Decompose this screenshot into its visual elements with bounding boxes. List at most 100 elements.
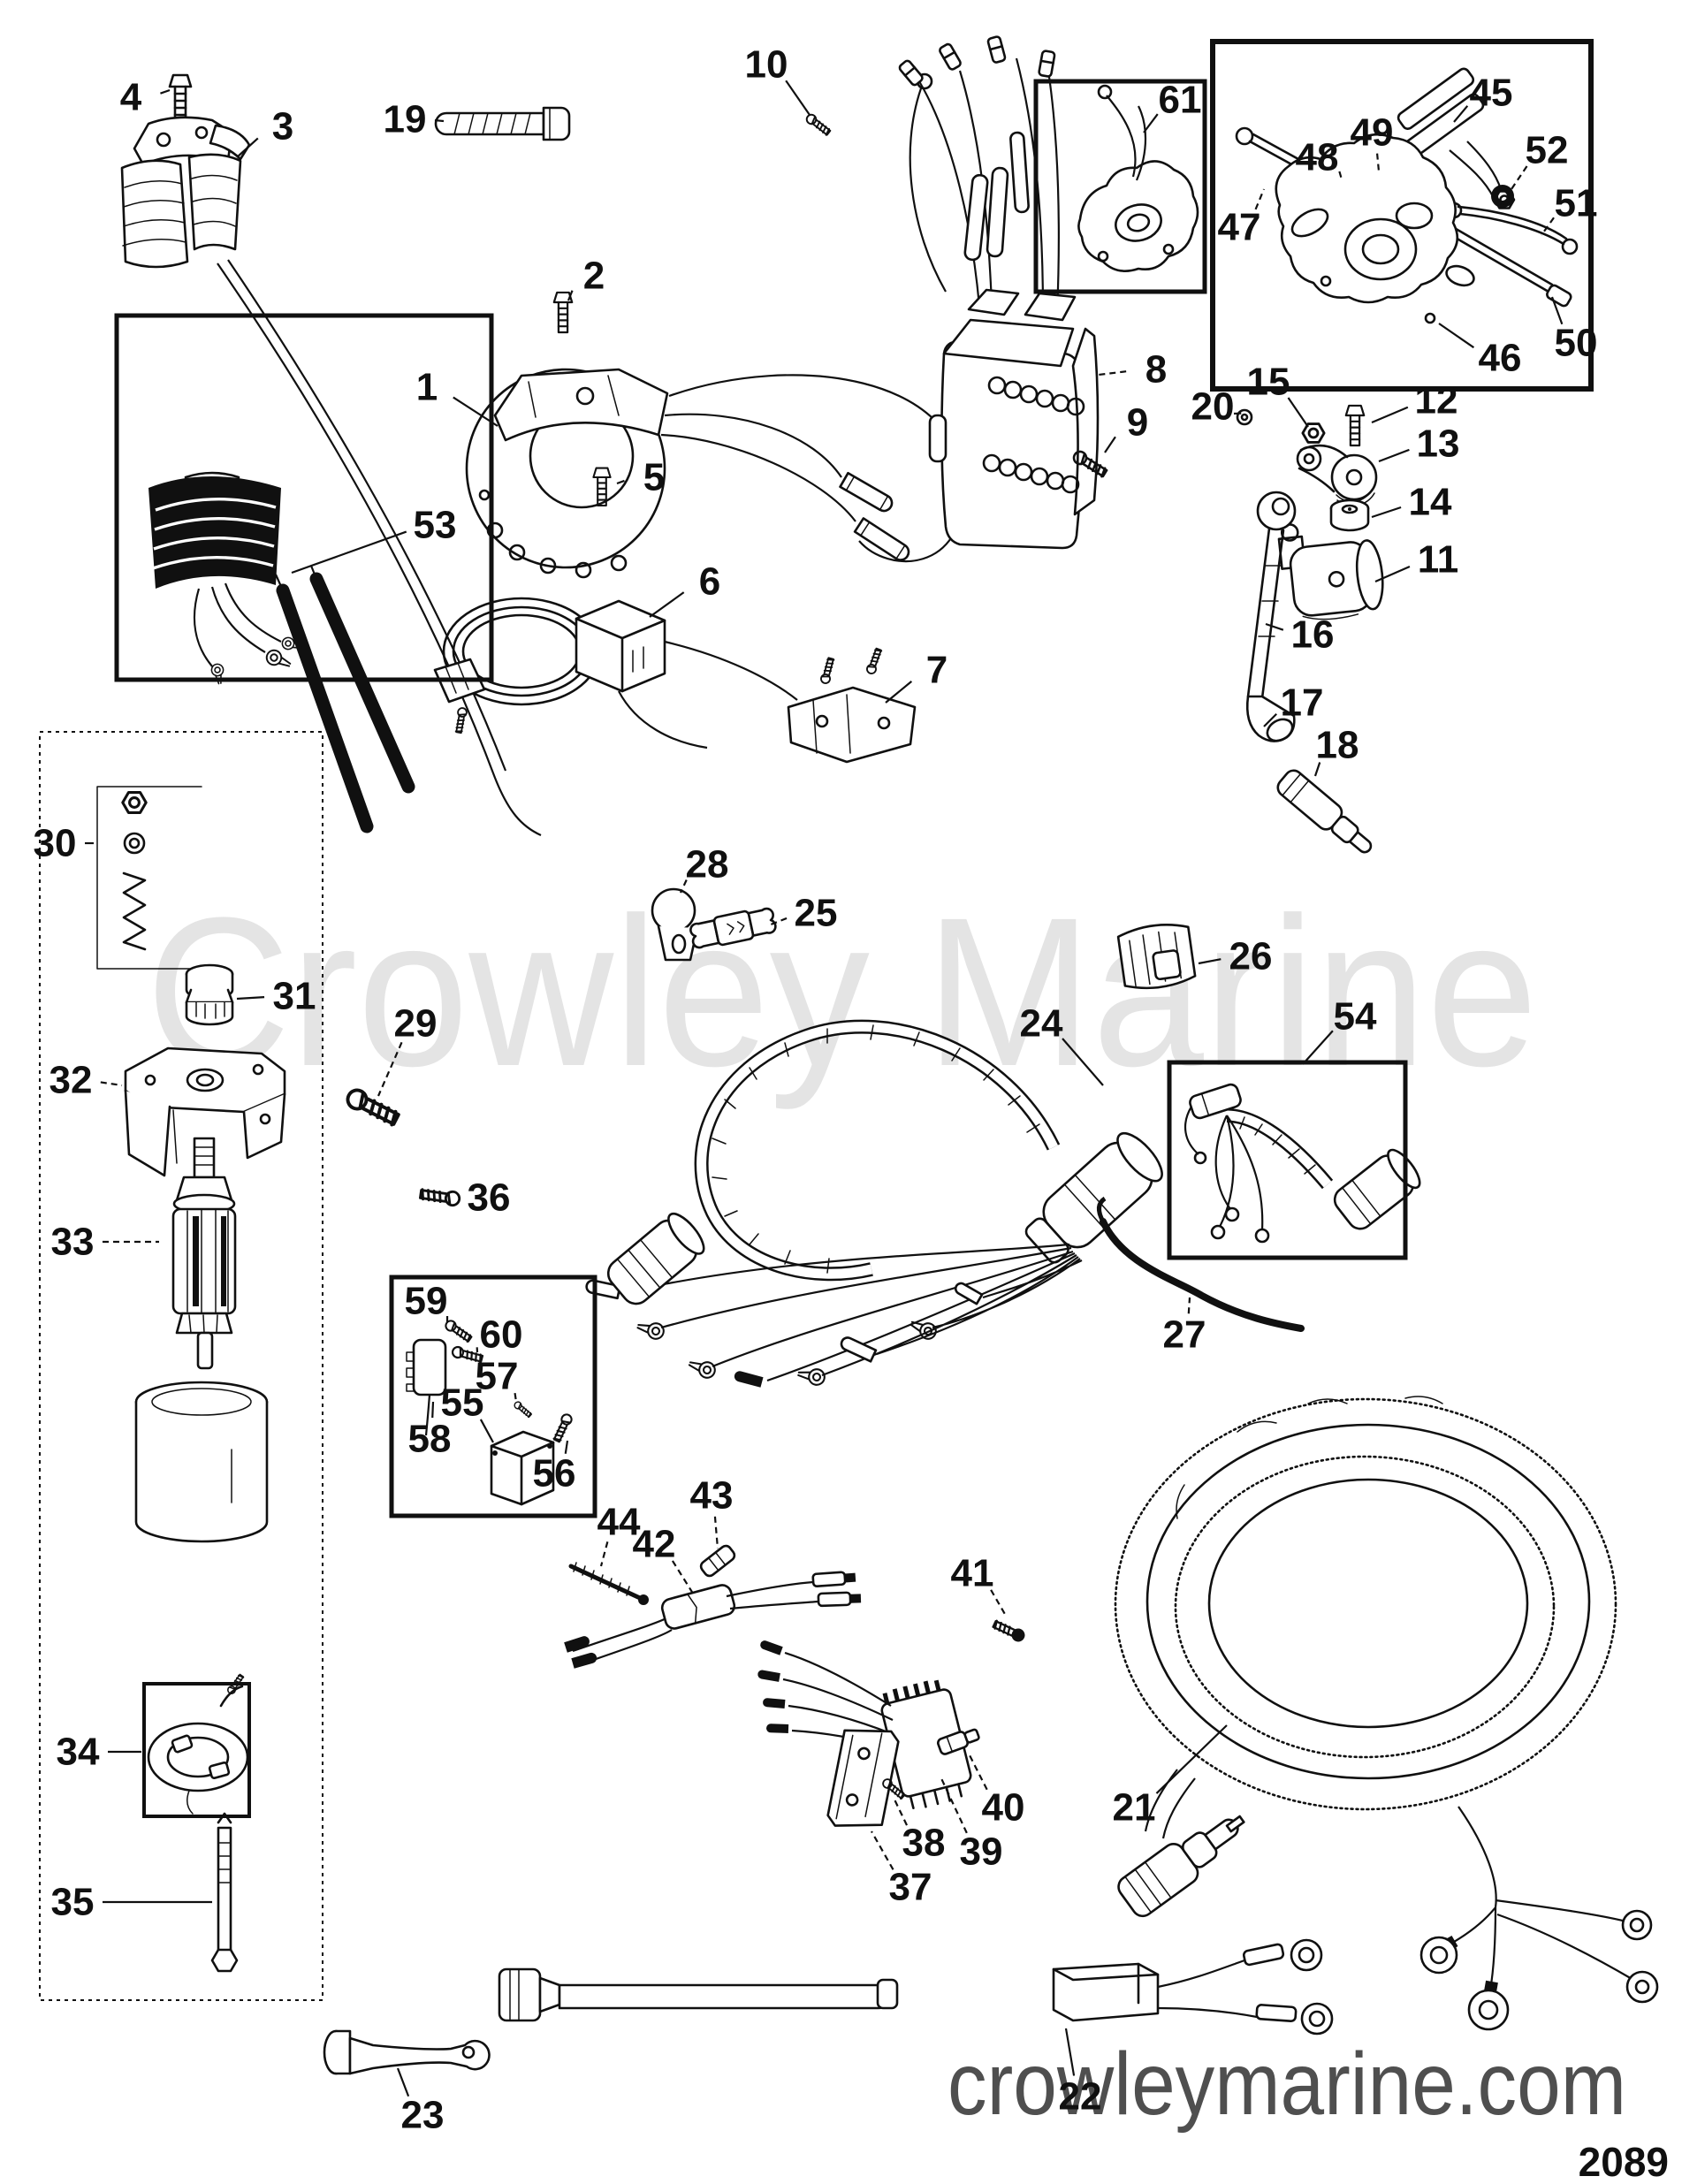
callout-leader-50: [1550, 296, 1564, 325]
callout-leader-13: [1378, 448, 1410, 463]
callout-label-45: 45: [1470, 72, 1513, 115]
callout-11: 11: [1374, 538, 1459, 583]
callout-label-13: 13: [1417, 422, 1460, 466]
box-45-52: [1210, 39, 1594, 392]
callout-32: 32: [49, 1059, 123, 1102]
callout-leader-12: [1371, 406, 1409, 424]
callout-label-43: 43: [690, 1474, 734, 1518]
callout-36: 36: [458, 1176, 511, 1220]
callout-4: 4: [120, 76, 171, 119]
part-terminal-screw-19: [434, 106, 571, 141]
callout-14: 14: [1371, 481, 1452, 524]
part-battery-cable-22: [498, 1938, 1334, 2036]
callout-label-38: 38: [902, 1822, 946, 1865]
callout-leader-47: [1254, 188, 1266, 210]
callout-leader-37: [871, 1830, 894, 1870]
callout-label-56: 56: [533, 1452, 576, 1495]
callout-leader-18: [1313, 762, 1321, 777]
callout-54: 54: [1302, 995, 1377, 1065]
callout-boxes-layer: [39, 39, 1594, 2001]
callout-label-52: 52: [1526, 129, 1569, 172]
callout-label-10: 10: [745, 43, 788, 87]
parts-layer: [96, 34, 1659, 2075]
callout-label-48: 48: [1296, 136, 1339, 179]
callout-49: 49: [1351, 111, 1394, 172]
callout-label-40: 40: [982, 1786, 1025, 1830]
callout-label-2: 2: [583, 255, 605, 298]
callout-label-49: 49: [1351, 111, 1394, 155]
callout-1: 1: [416, 366, 499, 427]
callout-label-37: 37: [889, 1866, 932, 1909]
callout-20: 20: [1191, 385, 1242, 429]
callout-leader-8: [1098, 370, 1127, 377]
callout-28: 28: [680, 843, 728, 894]
callout-22: 22: [1059, 2028, 1102, 2119]
part-relay-55: [490, 1430, 555, 1506]
callout-label-41: 41: [951, 1552, 994, 1595]
callout-leader-14: [1371, 506, 1402, 519]
callout-label-60: 60: [480, 1313, 523, 1357]
callout-12: 12: [1371, 379, 1458, 424]
callout-label-21: 21: [1113, 1786, 1156, 1830]
part-through-bolt-35: [210, 1812, 239, 1973]
callout-53: 53: [291, 504, 456, 575]
callout-leader-49: [1375, 153, 1381, 172]
callout-41: 41: [951, 1552, 1007, 1617]
callout-2: 2: [567, 255, 605, 301]
part-regulator-wires: [757, 1640, 895, 1750]
callout-leader-31: [236, 996, 265, 1001]
callout-label-29: 29: [394, 1002, 438, 1046]
callout-label-22: 22: [1059, 2075, 1102, 2119]
callout-37: 37: [871, 1830, 932, 1909]
callout-label-16: 16: [1291, 613, 1335, 657]
callout-leader-61: [1143, 113, 1159, 133]
callout-leader-4: [160, 88, 171, 95]
callout-label-11: 11: [1418, 538, 1459, 582]
callout-label-7: 7: [926, 649, 948, 692]
callout-label-50: 50: [1555, 322, 1598, 365]
part-trigger-plate: [465, 368, 965, 579]
callout-18: 18: [1313, 724, 1359, 777]
callout-label-34: 34: [57, 1731, 100, 1774]
callouts-layer: 1234567891011121314151617181920212223242…: [34, 43, 1598, 2137]
callout-24: 24: [1020, 1002, 1104, 1086]
callout-label-24: 24: [1020, 1002, 1063, 1046]
part-battery-cable-assembly-21: [1114, 1396, 1659, 2031]
part-starter-frame: [134, 1381, 269, 1543]
callout-label-32: 32: [49, 1059, 93, 1102]
callout-label-9: 9: [1127, 401, 1148, 445]
callout-label-15: 15: [1247, 361, 1290, 404]
callout-leader-55: [479, 1419, 494, 1443]
part-trigger-coil-assembly: [433, 597, 798, 750]
box-61: [1033, 79, 1207, 294]
callout-30: 30: [34, 822, 94, 865]
part-stator-53: [148, 471, 304, 686]
callout-leader-11: [1374, 565, 1411, 583]
box-starter-motor: [39, 731, 323, 2001]
part-cd-ignition-module: [897, 34, 1100, 550]
callout-leader-21: [1155, 1724, 1228, 1794]
callout-label-47: 47: [1218, 206, 1261, 249]
callout-38: 38: [894, 1799, 946, 1865]
callout-label-36: 36: [468, 1176, 511, 1220]
part-screw-41: [991, 1617, 1027, 1644]
callout-45: 45: [1453, 72, 1513, 123]
callout-leader-1: [453, 396, 499, 427]
callout-56: 56: [533, 1440, 576, 1495]
callout-leader-24: [1062, 1038, 1104, 1086]
callout-label-25: 25: [795, 892, 838, 935]
callout-label-59: 59: [405, 1280, 448, 1323]
watermark-footer: crowleymarine.com: [948, 2035, 1626, 2134]
callout-label-23: 23: [401, 2094, 445, 2137]
callout-label-61: 61: [1159, 79, 1202, 122]
callout-leader-5: [616, 479, 625, 485]
callout-label-12: 12: [1415, 379, 1458, 422]
callout-leader-3: [236, 137, 259, 158]
callout-label-57: 57: [476, 1355, 519, 1398]
callout-9: 9: [1104, 401, 1148, 453]
callout-42: 42: [633, 1523, 696, 1597]
callout-label-44: 44: [597, 1501, 641, 1544]
callout-55: 55: [441, 1381, 494, 1443]
callout-leader-26: [1198, 958, 1222, 965]
